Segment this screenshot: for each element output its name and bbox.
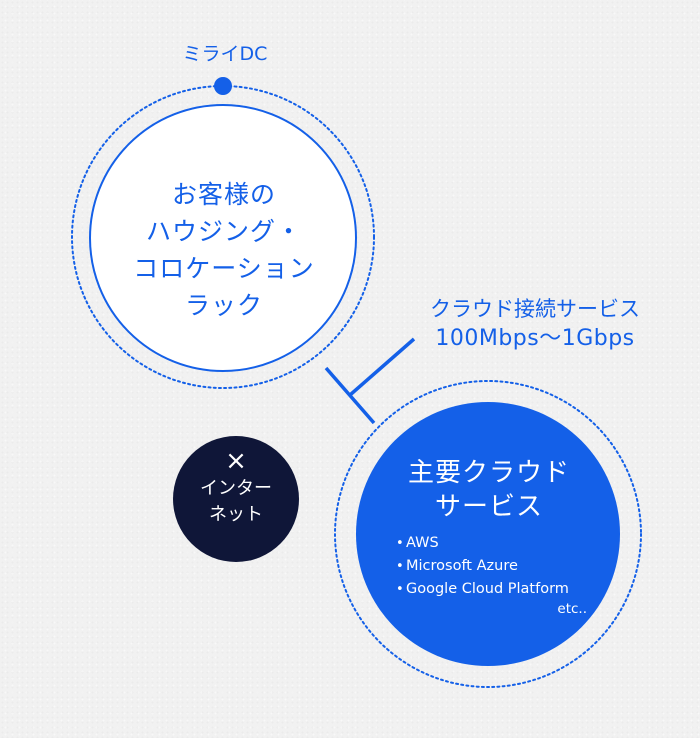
rack-circle	[89, 104, 357, 372]
internet-label-line: ネット	[209, 504, 263, 525]
list-item: •AWS	[396, 532, 606, 555]
internet-label-line: インター	[200, 478, 272, 499]
rack-title: お客様の ハウジング・ コロケーション ラック	[104, 176, 344, 324]
datacenter-label: ミライDC	[182, 43, 268, 65]
cloud-service-list: •AWS •Microsoft Azure •Google Cloud Plat…	[396, 532, 606, 601]
rack-title-line: ハウジング・	[145, 217, 302, 246]
cloud-etc: etc..	[557, 601, 587, 617]
cloud-service-name: Google Cloud Platform	[406, 581, 569, 597]
cloud-circle	[356, 402, 620, 666]
internet-circle: × インター ネット	[173, 436, 299, 562]
datacenter-marker-dot	[214, 77, 232, 95]
cross-icon: ×	[225, 446, 247, 476]
cloud-service-name: AWS	[406, 535, 439, 551]
bullet-icon: •	[396, 559, 404, 574]
list-item: •Google Cloud Platform	[396, 578, 606, 601]
datacenter-ring	[71, 85, 375, 389]
cloud-title-line: サービス	[434, 492, 543, 522]
cloud-title-line: 主要クラウド	[407, 458, 570, 488]
list-item: •Microsoft Azure	[396, 555, 606, 578]
connection-speed: 100Mbps～1Gbps	[435, 326, 635, 351]
connection-label: クラウド接続サービス 100Mbps～1Gbps	[405, 294, 665, 354]
rack-title-line: コロケーション	[133, 254, 315, 283]
bullet-icon: •	[396, 582, 404, 597]
callout-line	[348, 337, 416, 397]
bullet-icon: •	[396, 536, 404, 551]
cloud-ring	[334, 380, 642, 688]
cloud-title: 主要クラウド サービス	[370, 456, 608, 524]
connection-service-name: クラウド接続サービス	[430, 297, 640, 321]
cloud-service-name: Microsoft Azure	[406, 558, 518, 574]
connector-line	[324, 366, 376, 425]
rack-title-line: ラック	[184, 291, 263, 320]
rack-title-line: お客様の	[171, 180, 276, 209]
